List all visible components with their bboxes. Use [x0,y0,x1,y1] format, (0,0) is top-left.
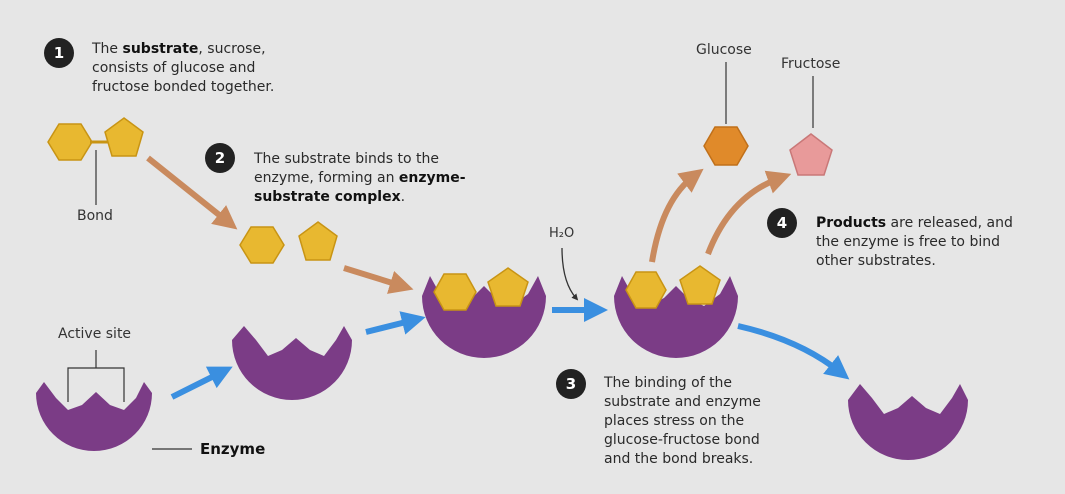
arrow-enzyme-freed [737,323,850,380]
bond-label: Bond [77,208,113,224]
enzyme-bond-broken [614,265,738,358]
water-arrow [561,247,579,301]
arrow-enzyme-move [170,366,233,400]
active-site-label: Active site [58,326,132,342]
step-4-badge: 4 [767,208,797,238]
enzyme-label: Enzyme [200,440,266,458]
fructose-product [789,133,833,176]
step-1-badge: 1 [44,38,74,68]
step-2-caption: The substrate binds to the enzyme, formi… [254,151,466,205]
step-4-caption: Products are released, and the enzyme is… [816,215,1013,269]
step-3-badge: 3 [556,369,586,399]
glucose-product [703,126,749,166]
arrow-substrate-move [146,155,238,230]
arrow-release-glucose [649,168,704,263]
arrow-substrate-bind [343,265,414,294]
step-2-badge: 2 [205,143,235,173]
arrow-release-fructose [705,170,792,256]
water-label: H₂O [549,226,575,241]
enzyme-substrate-complex [422,267,546,358]
sucrose-substrate-free [47,117,144,161]
enzyme-free [36,382,152,451]
step-3-caption: The binding of the substrate and enzyme … [604,375,761,467]
arrow-enzyme-bind [365,311,426,335]
glucose-label: Glucose [696,42,752,58]
sucrose-substrate-moving [239,221,338,264]
enzyme-approach [232,326,352,400]
step-1-caption: The substrate, sucrose, consists of gluc… [92,41,275,95]
active-site-bracket [67,350,125,402]
enzyme-released [848,384,968,460]
fructose-label: Fructose [781,56,841,72]
